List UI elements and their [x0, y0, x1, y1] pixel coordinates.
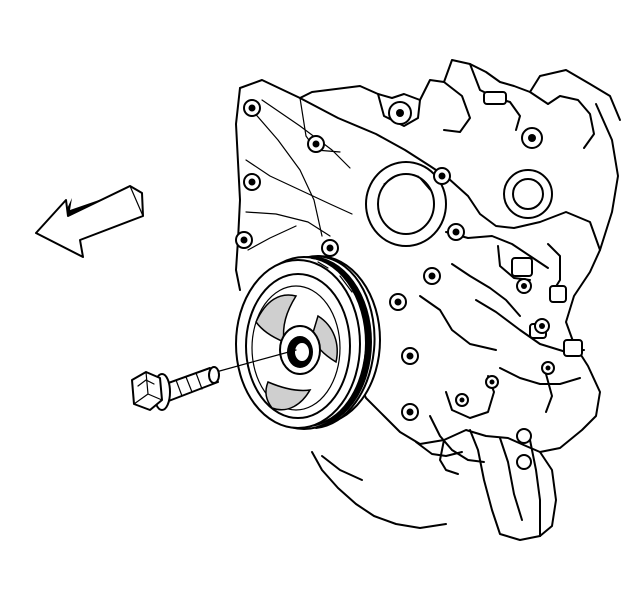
- cover-bolt: [516, 278, 532, 294]
- engine-block: [235, 59, 621, 541]
- cover-bolt: [541, 361, 555, 375]
- cover-bolt: [423, 267, 441, 285]
- cover-bolt: [389, 293, 407, 311]
- cover-bolt: [307, 135, 325, 153]
- cover-bolt: [235, 231, 253, 249]
- cover-bolt: [243, 173, 261, 191]
- cover-bolt: [243, 99, 261, 117]
- cover-bolt: [401, 403, 419, 421]
- cover-bolts: [235, 99, 555, 421]
- bolt-leader-line: [215, 349, 297, 373]
- cover-bolt: [447, 223, 465, 241]
- cover-bolt: [534, 318, 550, 334]
- cover-bolt: [433, 167, 451, 185]
- cover-bolt: [401, 347, 419, 365]
- cover-bolt: [485, 375, 499, 389]
- crankshaft-balancer-icon: [235, 255, 381, 430]
- direction-arrow-icon: [35, 185, 144, 258]
- crankshaft-balancer-bolt-icon: [131, 366, 220, 411]
- cover-bolt: [321, 239, 339, 257]
- cover-bolt: [455, 393, 469, 407]
